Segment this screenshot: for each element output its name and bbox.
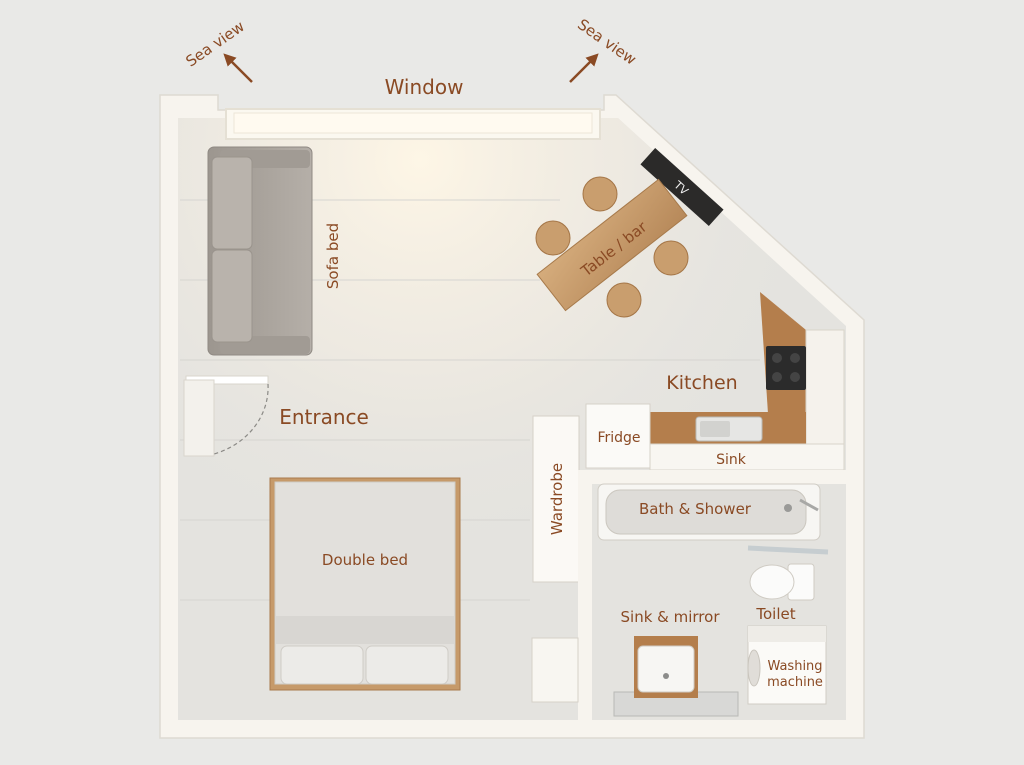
toilet-label: Toilet [755,605,795,623]
window-glass [233,112,593,134]
bathroom-sink [613,636,739,717]
sofa-bed-label: Sofa bed [324,223,342,289]
small-cabinet [531,637,579,703]
sea-view-label-left: Sea view [182,17,247,70]
wardrobe-label: Wardrobe [548,463,566,535]
shower-screen [747,545,829,555]
tv [640,148,724,226]
fridge [585,403,651,469]
sea-view-label-right: Sea view [574,15,639,68]
wardrobe [532,415,580,583]
bath-shower-label: Bath & Shower [639,500,752,518]
double-bed [269,477,461,691]
sea-view-arrow-right [569,53,599,83]
window-label: Window [385,75,464,99]
washing-machine [747,625,827,705]
bathroom-partition [578,470,592,720]
sink-mirror-label: Sink & mirror [621,608,721,626]
dining-table [536,178,688,312]
sea-view-arrow-left [223,53,253,83]
bar-stools [535,176,689,318]
washing-machine-label-line2: machine [767,675,823,690]
bathroom-wall [580,470,846,484]
bathtub [597,483,821,541]
entrance-label: Entrance [279,405,369,429]
kitchen-label: Kitchen [666,372,737,394]
sofa-bed [207,146,313,356]
sink-label: Sink [716,452,747,468]
toilet [749,563,815,601]
washing-machine-label-line1: Washing [767,659,822,674]
entrance-opening [183,379,215,457]
double-bed-label: Double bed [322,551,408,569]
kitchen-counter [649,292,845,471]
fridge-label: Fridge [597,430,640,446]
door-swing-arc [213,383,269,455]
